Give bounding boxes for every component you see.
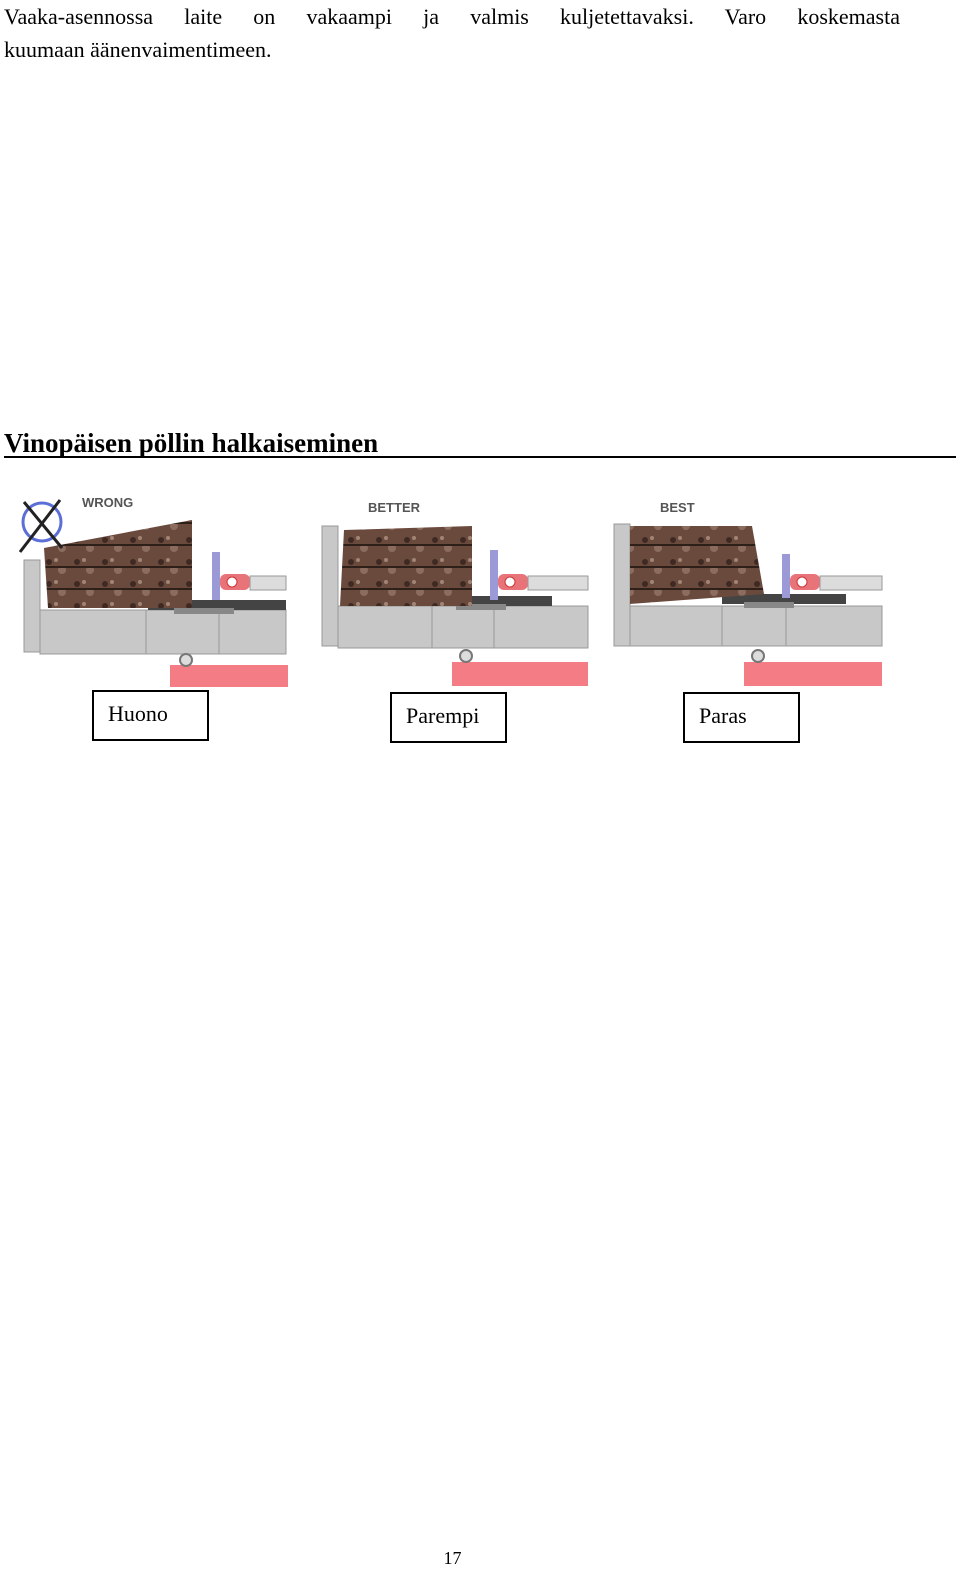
intro-paragraph: Vaaka-asennossa laite on vakaampi ja val… [4, 0, 900, 66]
intro-line-2: kuumaan äänenvaimentimeen. [4, 33, 900, 66]
tag-best: BEST [660, 500, 695, 515]
page-number: 17 [0, 1548, 905, 1569]
log-splitter-best-illustration: BEST [610, 490, 884, 690]
log-splitter-wrong-illustration: WRONG [14, 490, 290, 690]
section-heading-text: Vinopäisen pöllin halkaiseminen [4, 428, 378, 458]
figure-wrong: WRONG [14, 490, 290, 690]
log-splitter-better-illustration: BETTER [316, 490, 590, 690]
caption-paras: Paras [683, 692, 800, 743]
tag-wrong: WRONG [82, 495, 133, 510]
tag-better: BETTER [368, 500, 421, 515]
caption-huono: Huono [92, 690, 209, 741]
caption-parempi: Parempi [390, 692, 507, 743]
intro-line-1: Vaaka-asennossa laite on vakaampi ja val… [4, 0, 900, 33]
section-heading: Vinopäisen pöllin halkaiseminen [4, 424, 956, 458]
figure-best: BEST [610, 490, 884, 690]
figure-better: BETTER [316, 490, 590, 690]
